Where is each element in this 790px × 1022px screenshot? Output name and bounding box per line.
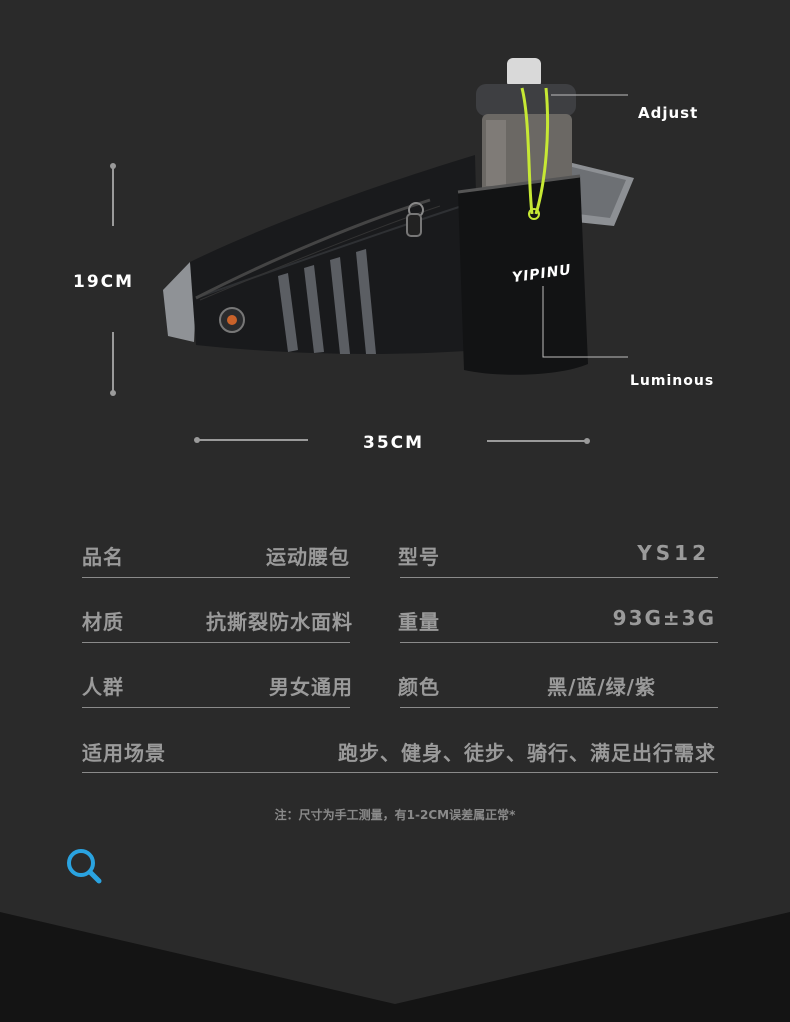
callout-adjust: Adjust bbox=[638, 104, 699, 122]
pouch-body bbox=[190, 155, 480, 355]
divider bbox=[400, 577, 718, 578]
spec-label: 人群 bbox=[82, 675, 124, 699]
height-dimension-lines bbox=[112, 166, 587, 442]
adjust-cord bbox=[520, 87, 550, 215]
spec-value: 男女通用 bbox=[269, 675, 353, 699]
reflective-stripes bbox=[278, 249, 376, 354]
spec-label: 颜色 bbox=[398, 675, 440, 699]
key-clip-icon bbox=[219, 307, 245, 333]
spec-value: 抗撕裂防水面料 bbox=[206, 610, 353, 634]
water-bottle bbox=[476, 58, 576, 194]
spec-value: 93G±3G bbox=[612, 606, 716, 630]
measurement-note: 注：尺寸为手工测量，有1-2CM误差属正常* bbox=[274, 808, 516, 822]
spec-value: 跑步、健身、徒步、骑行、满足出行需求 bbox=[338, 741, 716, 765]
spec-label: 适用场景 bbox=[82, 741, 166, 765]
width-label: 35CM bbox=[363, 433, 425, 453]
divider bbox=[82, 577, 350, 578]
zipper-pull-icon bbox=[406, 202, 424, 237]
spec-label: 材质 bbox=[82, 610, 124, 634]
belt-strap-left bbox=[163, 262, 196, 342]
spec-label: 重量 bbox=[398, 610, 440, 634]
divider bbox=[82, 707, 350, 708]
search-icon[interactable] bbox=[64, 846, 104, 886]
height-label: 19CM bbox=[73, 272, 135, 292]
bottle-pocket bbox=[458, 176, 588, 375]
divider bbox=[82, 642, 350, 643]
callout-luminous: Luminous bbox=[630, 373, 715, 389]
spec-value: 黑/蓝/绿/紫 bbox=[547, 675, 656, 699]
spec-value: YS12 bbox=[637, 541, 710, 565]
spec-label: 品名 bbox=[82, 545, 124, 569]
divider bbox=[400, 642, 718, 643]
spec-label: 型号 bbox=[398, 545, 440, 569]
divider bbox=[82, 772, 718, 773]
divider bbox=[400, 707, 718, 708]
spec-value: 运动腰包 bbox=[266, 545, 350, 569]
footer-chevron bbox=[0, 912, 790, 1022]
